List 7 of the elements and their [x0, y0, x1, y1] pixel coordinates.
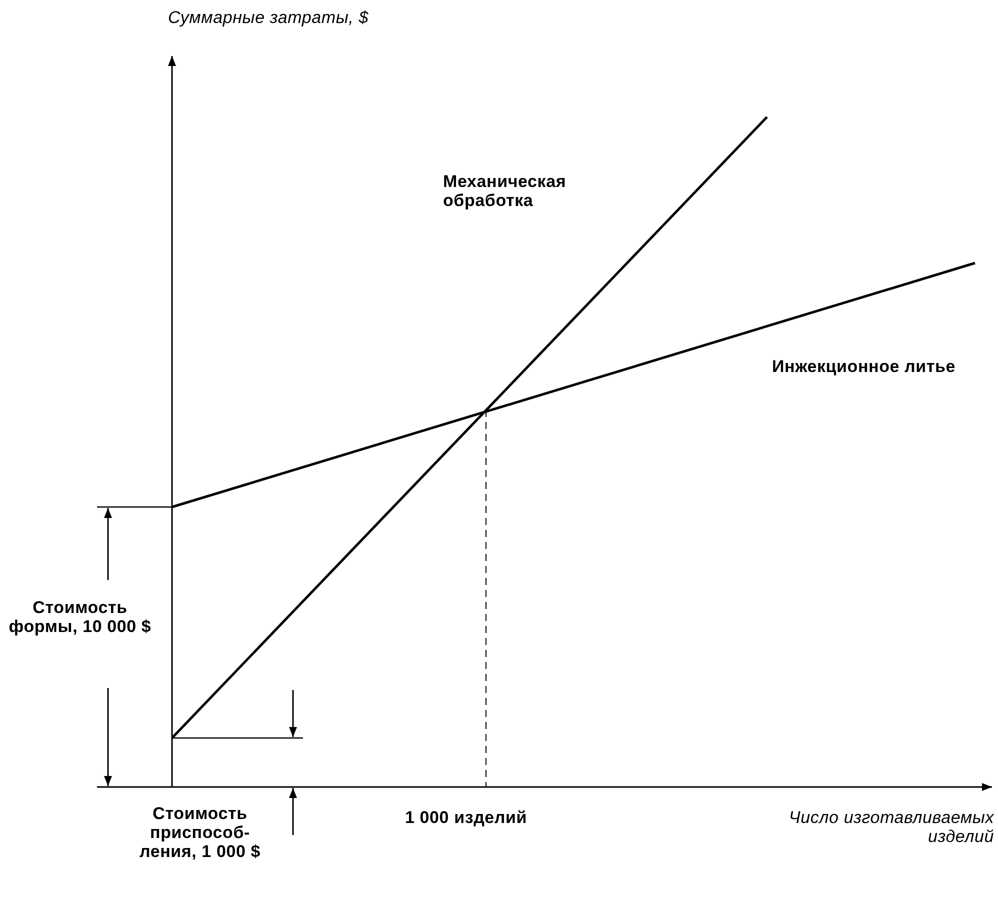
axis-title: Число изготавливаемых изделий	[788, 808, 994, 846]
tick-label: 1 000 изделий	[405, 808, 528, 827]
dimension-label: Стоимость приспособ- ления, 1 000 $	[138, 804, 262, 861]
line-label: Механическая обработка	[443, 172, 568, 210]
dimension-label: Стоимость формы, 10 000 $	[8, 598, 152, 636]
axis-title: Суммарные затраты, $	[168, 8, 370, 27]
line-label: Инжекционное литье	[772, 357, 957, 376]
